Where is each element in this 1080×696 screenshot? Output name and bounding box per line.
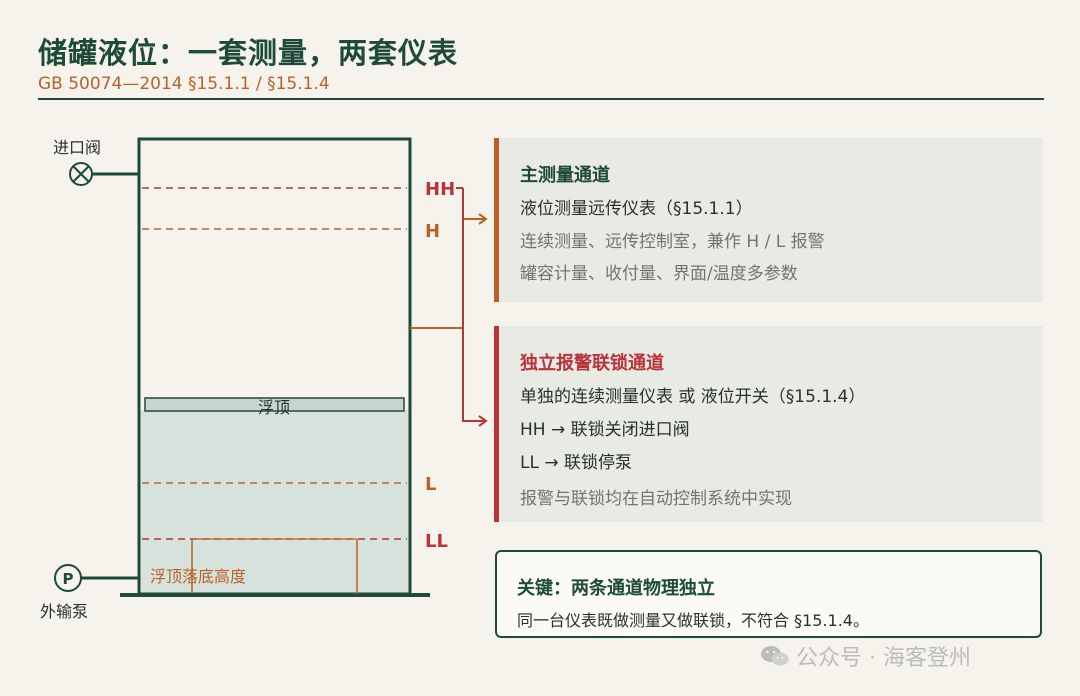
- l-level-label: L: [425, 474, 436, 495]
- header-divider: [38, 98, 1044, 100]
- watermark-text: 公众号 · 海客登州: [796, 646, 971, 671]
- liquid-fill: [139, 410, 410, 594]
- main-channel-panel: 主测量通道 液位测量远传仪表（§15.1.1） 连续测量、远传控制室，兼作 H …: [494, 138, 1043, 302]
- wechat-icon: [760, 644, 790, 674]
- main-channel-heading: 主测量通道: [520, 165, 610, 186]
- main-channel-line2: 连续测量、远传控制室，兼作 H / L 报警: [520, 232, 825, 252]
- main-channel-bar: [494, 138, 499, 302]
- watermark: 公众号 · 海客登州: [760, 640, 971, 674]
- float-roof: [144, 397, 405, 412]
- main-channel-line1: 液位测量远传仪表（§15.1.1）: [520, 199, 753, 219]
- alarm-channel-line1: 单独的连续测量仪表 或 液位开关（§15.1.4）: [520, 387, 866, 407]
- alarm-channel-panel: 独立报警联锁通道 单独的连续测量仪表 或 液位开关（§15.1.4） HH → …: [494, 326, 1043, 522]
- pump-icon: P: [54, 564, 82, 592]
- svg-text:P: P: [63, 570, 74, 588]
- alarm-channel-line3: LL → 联锁停泵: [520, 453, 632, 473]
- page-title: 储罐液位：一套测量，两套仪表: [38, 36, 459, 70]
- alarm-channel-heading: 独立报警联锁通道: [520, 353, 664, 374]
- main-channel-connector: [410, 213, 488, 329]
- h-level-label: H: [425, 221, 440, 242]
- main-channel-line3: 罐容计量、收付量、界面/温度多参数: [520, 264, 798, 284]
- key-box-title: 关键：两条通道物理独立: [517, 578, 715, 599]
- page-subtitle: GB 50074—2014 §15.1.1 / §15.1.4: [38, 74, 330, 94]
- ll-level-label: LL: [425, 531, 448, 552]
- key-box-text: 同一台仪表既做测量又做联锁，不符合 §15.1.4。: [517, 611, 869, 630]
- hh-level-label: HH: [425, 179, 455, 200]
- valve-icon: [69, 162, 93, 186]
- alarm-channel-line4: 报警与联锁均在自动控制系统中实现: [520, 489, 792, 509]
- alarm-channel-connector: [456, 187, 488, 427]
- pump-label: 外输泵: [40, 602, 88, 621]
- inlet-valve-label: 进口阀: [53, 138, 101, 157]
- alarm-channel-bar: [494, 326, 499, 522]
- float-legs: [191, 538, 358, 594]
- alarm-channel-line2: HH → 联锁关闭进口阀: [520, 420, 690, 440]
- float-roof-label: 浮顶: [258, 398, 290, 417]
- float-landing-label: 浮顶落底高度: [150, 567, 246, 586]
- key-box: 关键：两条通道物理独立 同一台仪表既做测量又做联锁，不符合 §15.1.4。: [495, 550, 1042, 638]
